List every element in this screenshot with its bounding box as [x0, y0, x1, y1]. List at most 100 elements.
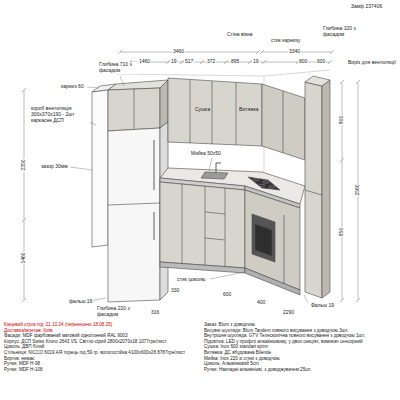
- dimension: 3340: [288, 49, 301, 55]
- door-splits: [182, 184, 225, 267]
- dimension: 316: [150, 310, 160, 316]
- burner: [263, 181, 269, 183]
- hob: [248, 177, 280, 190]
- dimension: 950: [339, 227, 345, 237]
- cabinet-label: Витяжка: [238, 107, 260, 113]
- dimension: 2350: [21, 158, 27, 171]
- spec-block: Заказ: Blum з доводчоюВисувні шухляди: B…: [204, 322, 396, 372]
- dimension: 800: [298, 59, 308, 65]
- spec-line: Фасади: MDF фарбований матовий однотонни…: [4, 333, 198, 339]
- dimension: 400: [256, 300, 266, 306]
- dimension-lines: [22, 50, 360, 302]
- spec-line: Висувні шухляди: Blum Tandem повного вис…: [204, 328, 396, 334]
- fridge-front: [108, 128, 160, 302]
- spec-line: Заказ: Blum з доводчою: [204, 322, 396, 328]
- dimension: 372: [206, 59, 216, 65]
- upper-corner-cabinets: [262, 84, 305, 160]
- upper-cabinets: [168, 78, 262, 146]
- leader-line: [210, 272, 245, 279]
- door-splits: [190, 80, 236, 146]
- callout: зазор 30мм: [40, 164, 69, 170]
- callout: Виріз для вентиляції: [347, 60, 397, 66]
- plinth: [160, 262, 245, 273]
- tall-column-top: [305, 76, 330, 86]
- door-split: [283, 91, 284, 153]
- spec-line: Ручки: Накладні алюмінієві, з доводжувач…: [204, 367, 396, 373]
- oven: [252, 214, 275, 262]
- door-split: [305, 190, 322, 195]
- spec-line: Цоколь: Алюмінієвий 5cm: [204, 361, 396, 367]
- spec-line: Бортик: немає: [4, 356, 198, 362]
- leader-line: [70, 167, 92, 170]
- door-split: [284, 215, 285, 286]
- spec-line: Доставка/монтаж: Київ: [4, 328, 198, 334]
- fridge-split: [108, 203, 160, 205]
- tall-column: [305, 82, 322, 298]
- order-number: Замір 237406: [350, 4, 383, 10]
- base-cabinets: [160, 182, 245, 268]
- burner: [253, 178, 259, 180]
- dimension: 2290: [282, 310, 295, 316]
- spec-line: Витяжка: ДС вбудована Bilende: [204, 350, 396, 356]
- burner: [269, 186, 275, 188]
- callout: стик карнизу: [270, 38, 301, 44]
- callout: фальш 19: [68, 299, 93, 305]
- dimension-line: [120, 52, 258, 53]
- spec-line: Кінцевий строк під: 21.10.24 (перенесено…: [4, 322, 198, 328]
- callout: Фальш 19: [310, 303, 335, 309]
- dimension: 517: [184, 59, 194, 65]
- burner: [259, 184, 265, 186]
- sink: [201, 172, 228, 179]
- leader-line: [209, 158, 212, 171]
- mezzanine-cabinet: [108, 88, 160, 131]
- tall-unit-side: [160, 80, 168, 128]
- fridge-handles: [154, 140, 155, 240]
- leader-line: [120, 76, 124, 86]
- wall-line: [264, 70, 330, 76]
- leader-line: [89, 122, 96, 125]
- dimension: 19: [170, 59, 178, 65]
- spec-line: Сушка: Inox 600 standart кріпл: [204, 344, 396, 350]
- spec-line: Підсвітка: LED у профілі алюмінієвому, у…: [204, 339, 396, 345]
- cabinet-label: Сушка: [194, 107, 211, 113]
- spec-line: Ручки: MDF H-108: [4, 367, 198, 373]
- callout: Глибина 710 з фасадом: [98, 62, 140, 74]
- vent-box: [92, 90, 108, 247]
- callout: короб вентиляція 300х370х190 - 2шт карка…: [30, 106, 90, 123]
- callout: Глибина 220 з фасадом: [96, 306, 148, 318]
- dimension: 895: [230, 59, 240, 65]
- dimension: 2560: [355, 183, 361, 196]
- dimension-ticks: [22, 50, 360, 302]
- tall-column-side: [322, 80, 330, 298]
- dimension: 330: [170, 288, 180, 294]
- callout: Стіна вікна: [226, 32, 253, 38]
- dimension: 600: [222, 292, 232, 298]
- leader-lines: [70, 76, 308, 303]
- spec-line: Стільниця: NICCO 6019 АЯ торець під 59 г…: [4, 350, 198, 356]
- spec-line: Внутрішня шухляда: GTV Телескопічна повн…: [204, 333, 396, 339]
- tap: [216, 163, 221, 172]
- dimension: 600: [316, 59, 326, 65]
- callout: стик цоколю: [176, 277, 206, 283]
- door-split: [134, 89, 135, 130]
- dimension: 900: [339, 115, 345, 125]
- dimension-line: [24, 90, 25, 300]
- spec-block: Кінцевий строк під: 21.10.24 (перенесено…: [4, 322, 198, 372]
- callout: Глибина 320 з фасадом: [322, 26, 372, 38]
- plinth: [245, 268, 300, 295]
- leader-line: [304, 295, 308, 303]
- dimension: 3460: [172, 49, 185, 55]
- spec-line: Цоколь: ДВП білий: [4, 344, 198, 350]
- oven-glass: [255, 224, 272, 256]
- spec-line: Мийка: Inox 220 зі стіни з доводчою: [204, 356, 396, 362]
- spec-line: Корпус: ДСП Swiss Krono 2643 VS. Світло-…: [4, 339, 198, 345]
- callout: карниз 60: [60, 84, 85, 90]
- wall-line: [116, 74, 264, 76]
- spec-line: Ручки: MDF H-98: [4, 361, 198, 367]
- dimension: 1460: [21, 251, 27, 264]
- dimension: 19: [252, 59, 260, 65]
- callout: Мийка 50х50: [190, 151, 222, 157]
- leader-line: [87, 87, 99, 88]
- hob-burners: [253, 178, 275, 188]
